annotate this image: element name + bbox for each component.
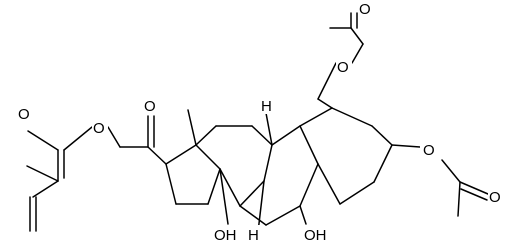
atom-label-acrylate-carbonyl-o: O — [18, 106, 30, 123]
atom-label-ring-acetoxy-ester-o: O — [423, 142, 435, 159]
atom-label-h-8: H — [248, 227, 259, 244]
atom-label-oh-14: OH — [214, 227, 237, 244]
atom-label-acrylate-ester-o: O — [93, 120, 105, 137]
atom-label-acetoxymethyl-ester-o: O — [337, 59, 349, 76]
acetoxymethyl-group — [317, 12, 364, 109]
atom-label-acetoxymethyl-carbonyl-o: O — [359, 1, 371, 18]
ring-b — [239, 125, 319, 226]
atom-label-ring-acetoxy-carbonyl-o: O — [489, 189, 501, 206]
atom-label-ketone-o: O — [144, 98, 156, 115]
ring-c — [195, 125, 273, 207]
glycolyl-linker — [107, 115, 167, 165]
ring-a — [299, 107, 393, 205]
atom-labels: O O O O O O O OH OH H H — [17, 0, 504, 244]
hydroxyl-bonds — [219, 168, 307, 225]
atom-label-oh-5: OH — [304, 227, 327, 244]
atom-label-h-9: H — [261, 98, 272, 115]
hydrogen-bonds — [257, 112, 273, 233]
ring-acetoxy-group — [391, 144, 489, 217]
ring-d — [165, 109, 221, 205]
acrylate-group — [26, 126, 93, 232]
